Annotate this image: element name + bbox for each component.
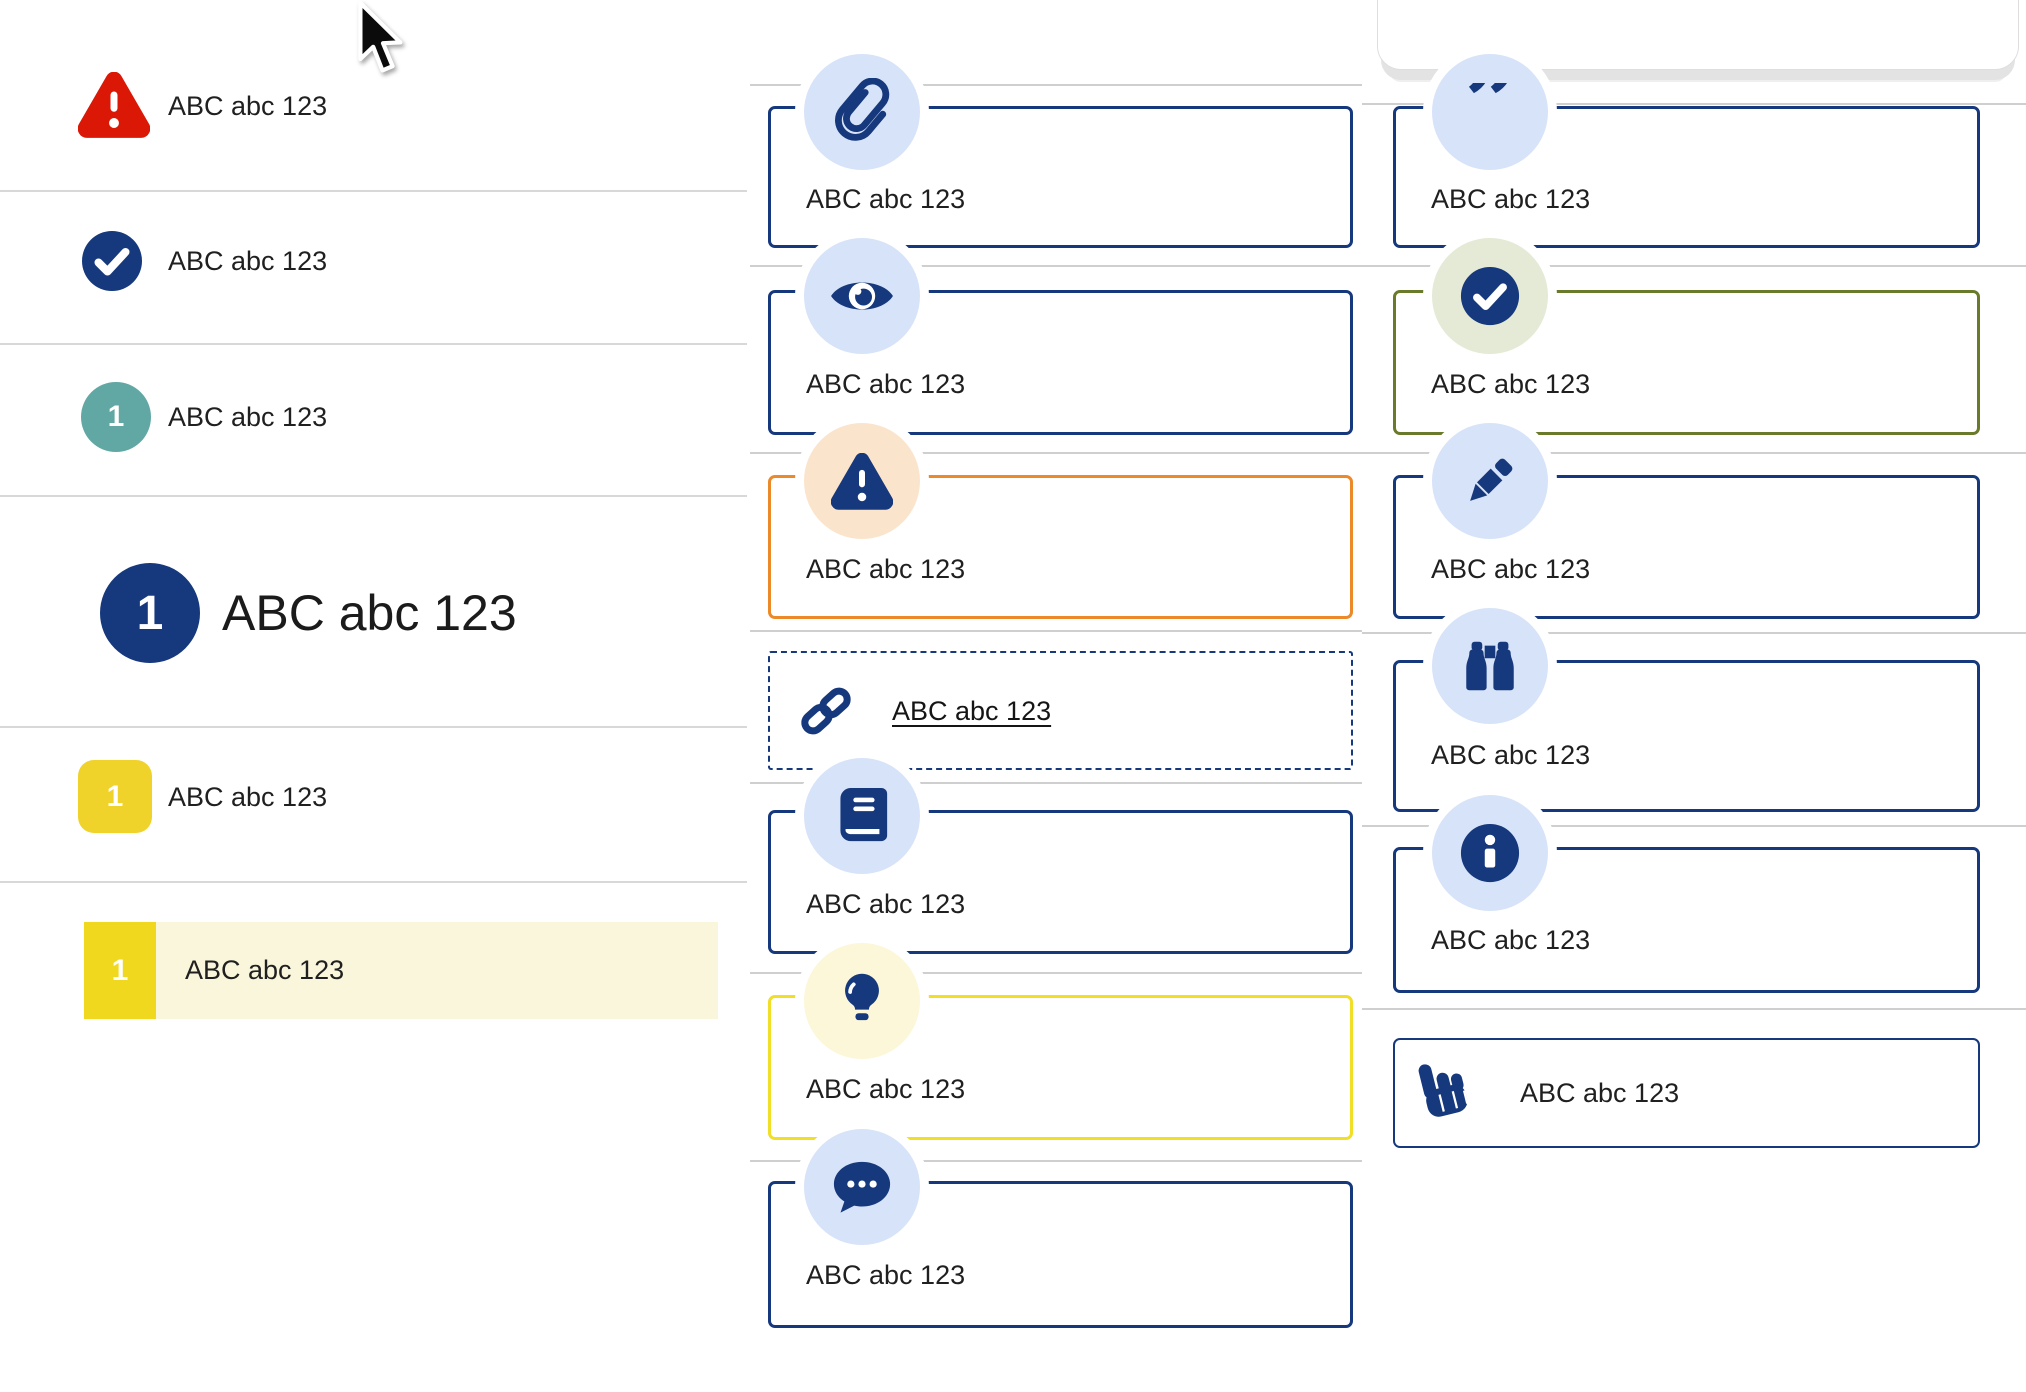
number-badge-teal: 1	[81, 382, 151, 452]
list-item-label: ABC abc 123	[168, 402, 328, 432]
comment-dots-icon	[833, 1161, 891, 1213]
callout-label: ABC abc 123	[806, 889, 966, 919]
callout-label: ABC abc 123	[806, 554, 966, 584]
icon-badge	[804, 1129, 920, 1245]
middle-list-divider	[750, 782, 1362, 784]
callout-label: ABC abc 123	[1431, 925, 1591, 955]
binoculars-icon	[1466, 641, 1514, 691]
callout-card	[768, 995, 1353, 1140]
middle-list-divider	[750, 84, 1362, 86]
left-list-divider	[0, 726, 747, 728]
callout-card	[768, 651, 1353, 770]
icon-badge	[1432, 795, 1548, 911]
callout-label: ABC abc 123	[1520, 1078, 1680, 1108]
lightbulb-icon	[845, 973, 879, 1021]
icon-badge	[804, 943, 920, 1059]
right-list-divider	[1362, 825, 2026, 827]
icon-badge	[804, 423, 920, 539]
list-item-label: ABC abc 123	[168, 246, 328, 276]
left-list-divider	[0, 190, 747, 192]
icon-badge	[804, 54, 920, 170]
pencil-icon	[1470, 458, 1513, 501]
left-list-divider	[0, 495, 747, 497]
warning-triangle-icon	[831, 452, 893, 510]
number-badge-yellow: 1	[78, 760, 152, 833]
callout-label: ABC abc 123	[806, 1074, 966, 1104]
callout-label: ABC abc 123	[1431, 369, 1591, 399]
middle-list-divider	[750, 1160, 1362, 1162]
icon-badge	[1432, 608, 1548, 724]
list-item-label: ABC abc 123	[222, 585, 517, 641]
list-item-label: ABC abc 123	[185, 955, 345, 985]
callout-label: ABC abc 123	[1431, 554, 1591, 584]
callout-label: ABC abc 123	[806, 369, 966, 399]
middle-list-divider	[750, 972, 1362, 974]
right-list-divider	[1362, 265, 2026, 267]
callout-label: ABC abc 123	[806, 1260, 966, 1290]
book-icon	[840, 787, 888, 842]
mouse-cursor	[358, 0, 403, 73]
quote-right-icon: ”	[1464, 83, 1516, 141]
list-item-label: ABC abc 123	[168, 91, 328, 121]
icon-badge: ”	[1432, 54, 1548, 170]
right-list-divider	[1362, 632, 2026, 634]
icon-badge	[1432, 423, 1548, 539]
number-badge-yellow: 1	[84, 922, 156, 1019]
middle-list-divider	[750, 630, 1362, 632]
callout-link-label[interactable]: ABC abc 123	[892, 696, 1052, 726]
left-list-divider	[0, 881, 747, 883]
badge-number: 1	[106, 779, 124, 813]
badge-number: 1	[136, 586, 164, 640]
middle-list-divider	[750, 452, 1362, 454]
info-circle-icon	[1460, 823, 1520, 883]
icon-badge	[1432, 238, 1548, 354]
right-list-divider	[1362, 452, 2026, 454]
list-item-label: ABC abc 123	[168, 782, 328, 812]
hand-pointer-icon	[1418, 1064, 1469, 1117]
right-list-divider	[1362, 103, 2026, 105]
warning-triangle-icon	[78, 72, 150, 138]
callout-label: ABC abc 123	[1431, 740, 1591, 770]
callout-label: ABC abc 123	[1431, 184, 1591, 214]
right-list-divider	[1362, 1008, 2026, 1010]
icon-badge	[804, 238, 920, 354]
check-circle-icon	[1460, 266, 1520, 326]
callout-card	[768, 290, 1353, 435]
icon-badge	[804, 758, 920, 874]
badge-number: 1	[111, 953, 129, 987]
link-icon	[801, 687, 851, 735]
left-list-divider	[0, 343, 747, 345]
middle-list-divider	[750, 265, 1362, 267]
callout-label: ABC abc 123	[806, 184, 966, 214]
highlight-row-background	[84, 922, 718, 1019]
badge-number: 1	[107, 400, 125, 433]
paperclip-icon	[835, 78, 890, 141]
callout-card	[1393, 1038, 1980, 1148]
check-circle-icon	[82, 231, 142, 291]
number-badge-large-navy: 1	[100, 563, 200, 663]
eye-icon	[831, 282, 893, 310]
